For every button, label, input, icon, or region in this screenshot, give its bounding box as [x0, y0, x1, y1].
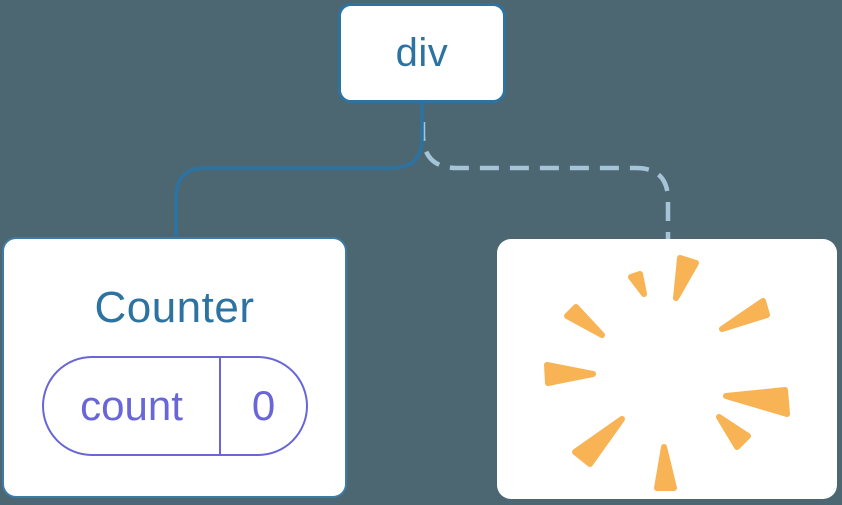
- edge-dashed-removed: [420, 122, 671, 241]
- edge-solid-counter: [174, 101, 424, 239]
- node-counter: Counter count 0: [2, 237, 347, 498]
- state-pill: count 0: [42, 356, 308, 456]
- node-removed: [497, 239, 837, 499]
- node-div: div: [338, 3, 506, 103]
- state-value-cell: 0: [221, 358, 306, 454]
- state-key-cell: count: [44, 358, 221, 454]
- state-key-label: count: [80, 382, 183, 429]
- poof-burst-icon: [544, 255, 790, 491]
- counter-title: Counter: [94, 283, 255, 332]
- node-div-label: div: [395, 30, 449, 75]
- state-value-label: 0: [251, 382, 276, 429]
